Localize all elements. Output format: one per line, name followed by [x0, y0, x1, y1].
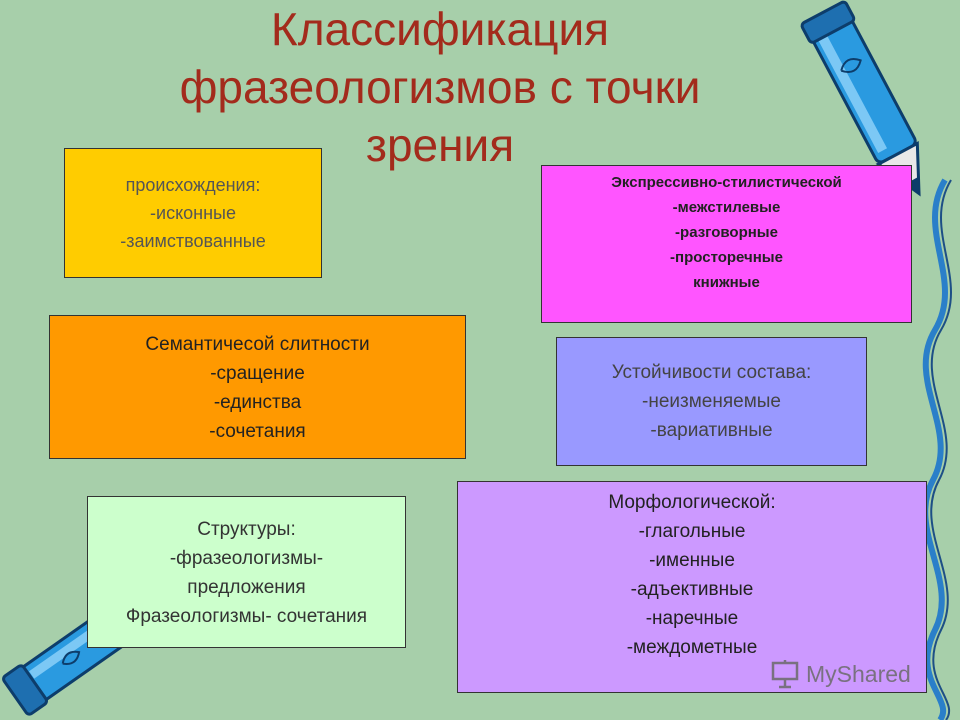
morphology-box: Морфологической: -глагольные -именные -а…	[457, 481, 927, 693]
semantic-heading: Семантичесой слитности	[145, 334, 370, 355]
page-title: Классификация фразеологизмов с точки зре…	[80, 0, 800, 174]
title-line-1: Классификация	[270, 3, 610, 55]
stability-box: Устойчивости состава: -неизменяемые -вар…	[556, 337, 867, 466]
watermark: MyShared	[770, 656, 911, 692]
semantic-item: -сращение	[210, 363, 305, 384]
presentation-board-icon	[771, 660, 799, 689]
title-line-2: фразеологизмов с точки	[179, 61, 701, 113]
semantic-item: -единства	[213, 392, 302, 413]
title-line-3: зрения	[365, 119, 515, 171]
origin-heading: происхождения:	[125, 175, 261, 195]
stylistic-item: -просторечные	[670, 249, 783, 266]
semantic-box: Семантичесой слитности -сращение -единст…	[49, 315, 466, 459]
origin-box: происхождения: -исконные -заимствованные	[64, 148, 322, 278]
morphology-item: -адъективные	[630, 579, 754, 600]
structure-heading: Структуры:	[197, 519, 296, 540]
watermark-text: MyShared	[806, 660, 911, 687]
semantic-item: -сочетания	[209, 421, 306, 442]
origin-item: -исконные	[150, 203, 236, 223]
origin-item: -заимствованные	[120, 231, 266, 251]
morphology-heading: Морфологической:	[608, 492, 776, 513]
stylistic-item: -межстилевые	[672, 199, 781, 216]
morphology-item: -именные	[649, 550, 735, 571]
stylistic-heading: Экспрессивно-стилистической	[611, 174, 842, 191]
stylistic-item: -разговорные	[675, 224, 778, 241]
morphology-item: -глагольные	[638, 521, 746, 542]
structure-item: Фразеологизмы- сочетания	[125, 606, 368, 627]
stability-item: -неизменяемые	[642, 391, 781, 412]
stylistic-box: Экспрессивно-стилистической -межстилевые…	[541, 165, 912, 323]
structure-item: предложения	[187, 577, 306, 598]
morphology-item: -наречные	[645, 608, 739, 629]
wavy-ribbon-icon	[922, 178, 952, 720]
stylistic-item: книжные	[693, 274, 760, 291]
stability-item: -вариативные	[650, 420, 773, 441]
stability-heading: Устойчивости состава:	[611, 362, 812, 383]
morphology-item: -междометные	[626, 637, 758, 658]
structure-box: Структуры: -фразеологизмы- предложения Ф…	[87, 496, 406, 648]
structure-item: -фразеологизмы-	[169, 548, 324, 569]
